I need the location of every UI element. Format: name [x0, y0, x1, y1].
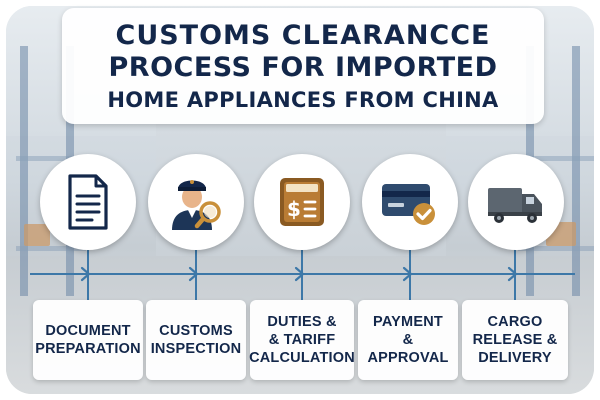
svg-text:$: $ — [287, 197, 301, 221]
step-label-text: PAYMENT & APPROVAL — [367, 314, 449, 366]
credit-card-icon — [382, 184, 435, 225]
step-label-text: DUTIES & & TARIFF CALCULATION — [249, 314, 355, 366]
flow-arrow-icon — [80, 266, 91, 282]
step-label-text: CARGO RELEASE & DELIVERY — [472, 314, 558, 366]
title-card: CUSTOMS CLEARANCCE PROCESS FOR IMPORTED … — [62, 8, 544, 124]
step-node-document — [40, 154, 136, 250]
shelf-beam — [16, 156, 86, 161]
step-node-duties: $ — [254, 154, 350, 250]
flow-arrow-icon — [402, 266, 413, 282]
step-label-document: DOCUMENT PREPARATION — [33, 300, 143, 380]
shelf-beam — [518, 246, 594, 251]
shelf-beam — [518, 156, 594, 161]
flow-arrow-icon — [507, 266, 518, 282]
step-label-delivery: CARGO RELEASE & DELIVERY — [462, 300, 568, 380]
cargo-box — [24, 224, 50, 246]
step-node-payment — [362, 154, 458, 250]
flow-arrow-icon — [188, 266, 199, 282]
delivery-truck-icon — [488, 188, 542, 223]
calculator-icon: $ — [280, 178, 324, 226]
document-icon — [68, 174, 108, 230]
step-label-text: CUSTOMS INSPECTION — [150, 323, 242, 357]
flow-arrow-icon — [294, 266, 305, 282]
title-line-2: PROCESS FOR IMPORTED — [108, 52, 498, 83]
step-node-delivery — [468, 154, 564, 250]
shelf-rack-right — [572, 46, 580, 296]
customs-officer-icon — [172, 180, 221, 230]
step-label-duties: DUTIES & & TARIFF CALCULATION — [249, 300, 355, 380]
step-node-customs — [148, 154, 244, 250]
step-label-customs: CUSTOMS INSPECTION — [146, 300, 246, 380]
step-label-text: DOCUMENT PREPARATION — [35, 323, 141, 357]
title-line-3: HOME APPLIANCES FROM CHINA — [107, 88, 499, 112]
shelf-rack-left — [20, 46, 28, 296]
step-label-payment: PAYMENT & APPROVAL — [358, 300, 458, 380]
shelf-beam — [16, 246, 86, 251]
title-line-1: CUSTOMS CLEARANCCE — [115, 20, 491, 51]
